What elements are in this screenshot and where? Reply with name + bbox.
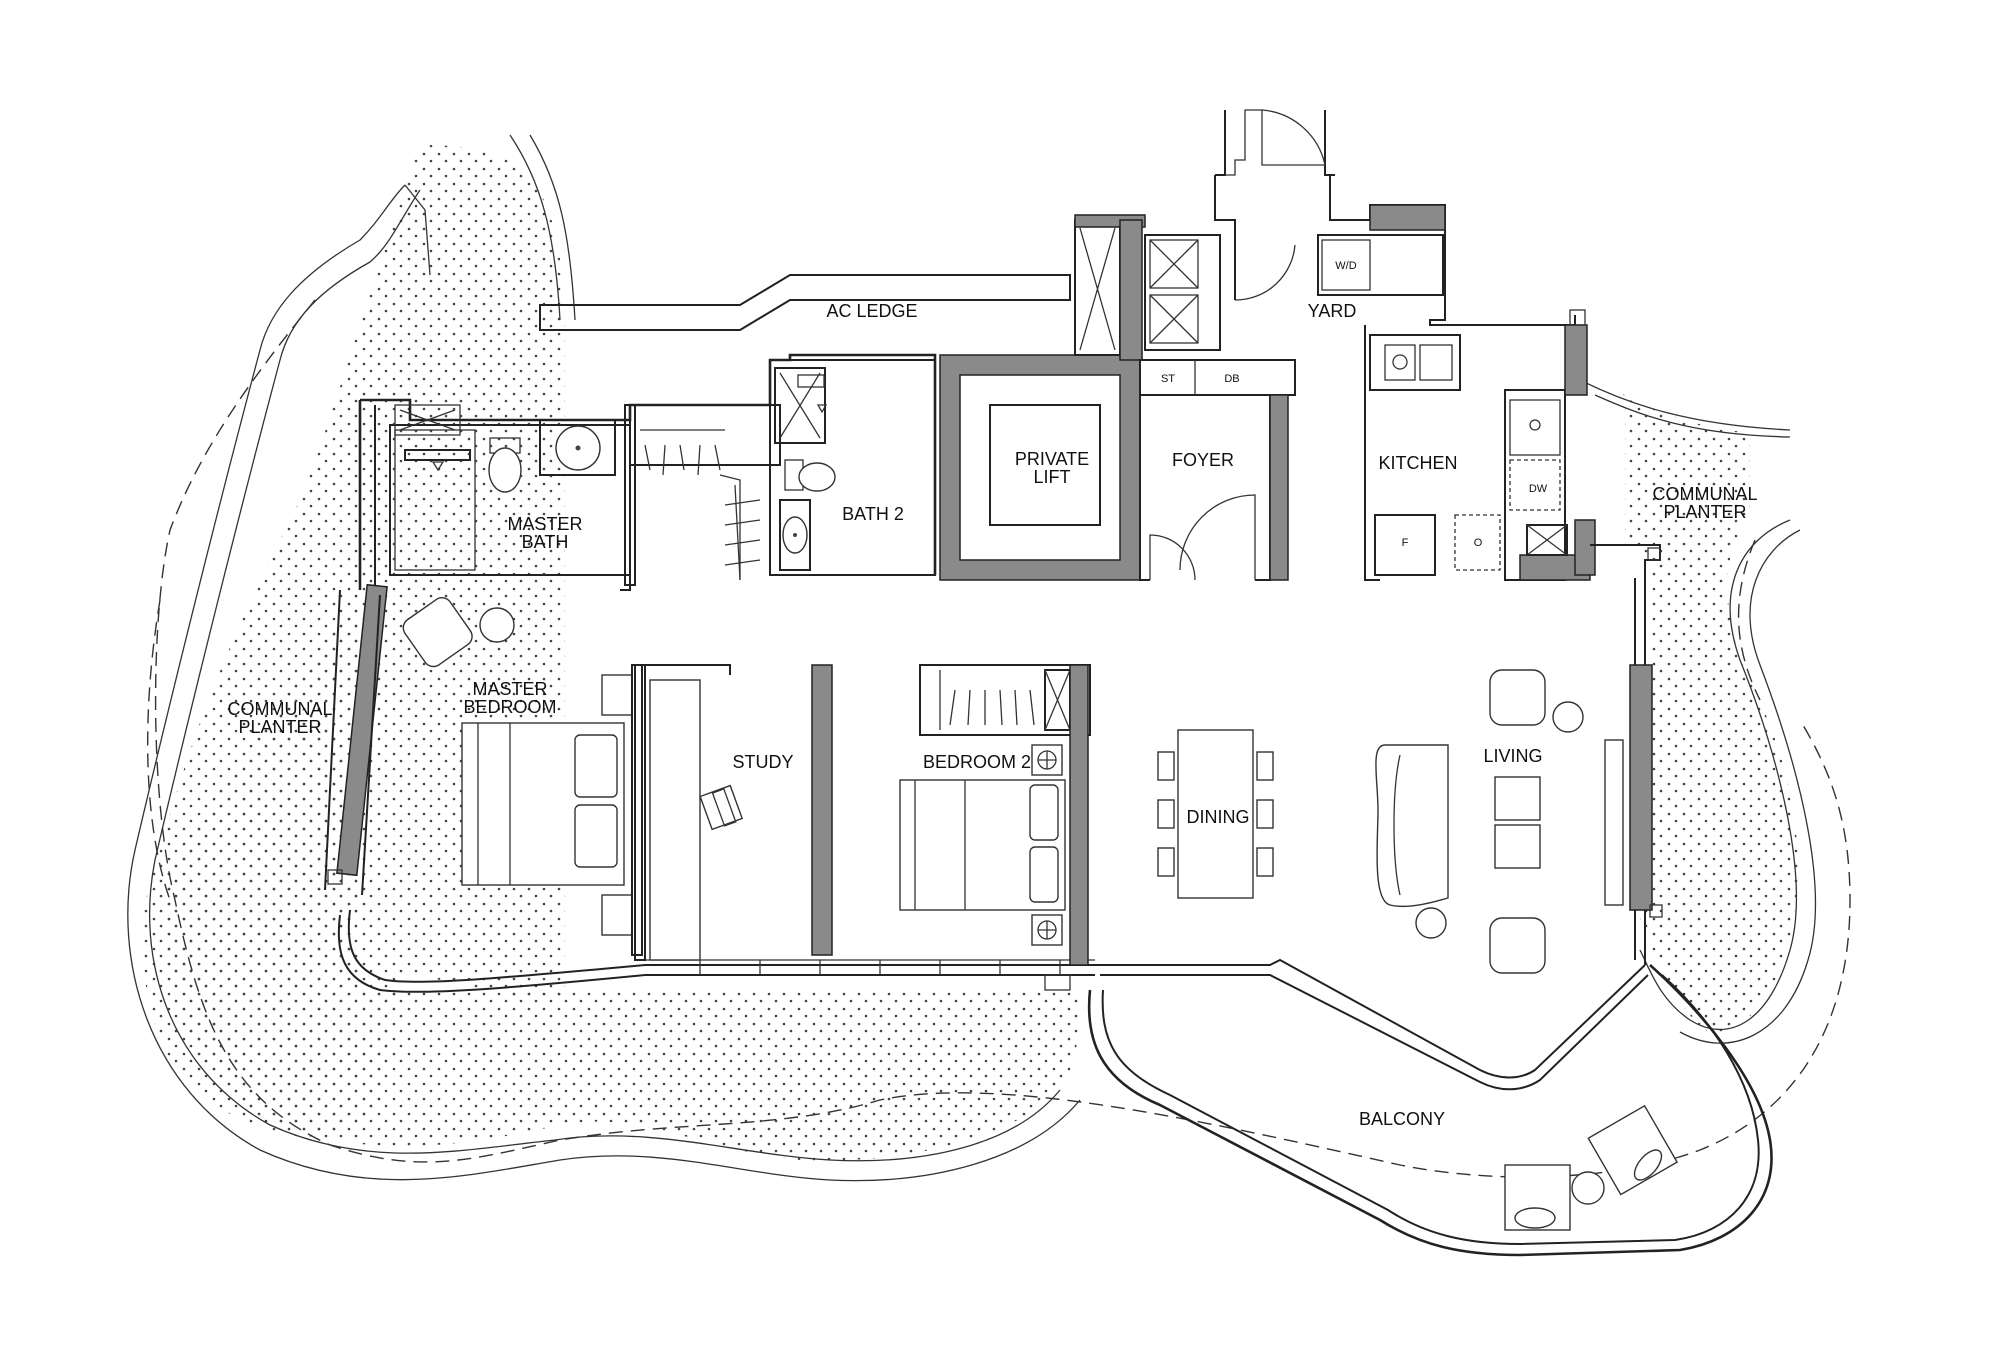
master-bath-fixtures	[394, 404, 616, 493]
balcony-table	[1571, 1171, 1605, 1205]
planter-right	[1585, 385, 1798, 1032]
label-ac-ledge: AC LEDGE	[826, 301, 917, 321]
label-dining: DINING	[1187, 807, 1250, 827]
armchair-icon	[1489, 917, 1546, 974]
label-private-lift-1: PRIVATE	[1015, 449, 1089, 469]
balcony-chair-2	[1587, 1104, 1679, 1196]
master-bath-outline	[389, 424, 631, 576]
armchair-icon	[1489, 669, 1546, 726]
label-db: DB	[1224, 373, 1239, 385]
label-master-bath-1: MASTER	[507, 514, 582, 534]
label-communal-planter-left-1: COMMUNAL	[227, 699, 332, 719]
label-master-bath-2: BATH	[522, 532, 569, 552]
sofa-icon	[1375, 744, 1449, 907]
dining-table	[1177, 729, 1254, 899]
label-yard: YARD	[1308, 301, 1357, 321]
label-communal-planter-left-2: PLANTER	[238, 717, 321, 737]
toilet-icon	[798, 462, 836, 492]
label-master-bedroom-1: MASTER	[472, 679, 547, 699]
planter-left	[142, 145, 1080, 1161]
toilet-icon	[488, 447, 522, 493]
label-communal-planter-right-1: COMMUNAL	[1652, 484, 1757, 504]
armchair-icon	[402, 597, 473, 668]
washer-dryer	[1321, 239, 1371, 291]
label-bath-2: BATH 2	[842, 504, 904, 524]
label-st: ST	[1161, 373, 1175, 385]
study-chair	[699, 784, 744, 831]
label-kitchen: KITCHEN	[1378, 453, 1457, 473]
bedroom-2-furniture	[899, 744, 1066, 946]
label-balcony: BALCONY	[1359, 1109, 1445, 1129]
living-furniture	[1375, 669, 1624, 974]
unit-outline	[324, 109, 1773, 1257]
bath-2-outline	[769, 359, 936, 576]
room-labels: AC LEDGE YARD W/D ST DB PRIVATE LIFT FOY…	[227, 260, 1757, 1129]
label-dw: DW	[1529, 483, 1548, 495]
planter-boundary	[127, 134, 1851, 1182]
label-oven: O	[1474, 537, 1483, 549]
label-master-bedroom-2: BEDROOM	[463, 697, 556, 717]
label-study: STUDY	[732, 752, 793, 772]
label-fridge: F	[1402, 537, 1409, 549]
master-bedroom-furniture	[402, 597, 643, 956]
study-desk	[649, 679, 701, 961]
label-foyer: FOYER	[1172, 450, 1234, 470]
bath-2-fixtures	[774, 367, 836, 571]
label-living: LIVING	[1483, 746, 1542, 766]
label-private-lift-2: LIFT	[1033, 467, 1070, 487]
label-bedroom-2: BEDROOM 2	[923, 752, 1031, 772]
study-furniture	[649, 679, 744, 961]
tv-console	[1604, 739, 1624, 906]
dining-furniture	[1157, 729, 1274, 899]
label-wd: W/D	[1335, 260, 1356, 272]
label-communal-planter-right-2: PLANTER	[1663, 502, 1746, 522]
